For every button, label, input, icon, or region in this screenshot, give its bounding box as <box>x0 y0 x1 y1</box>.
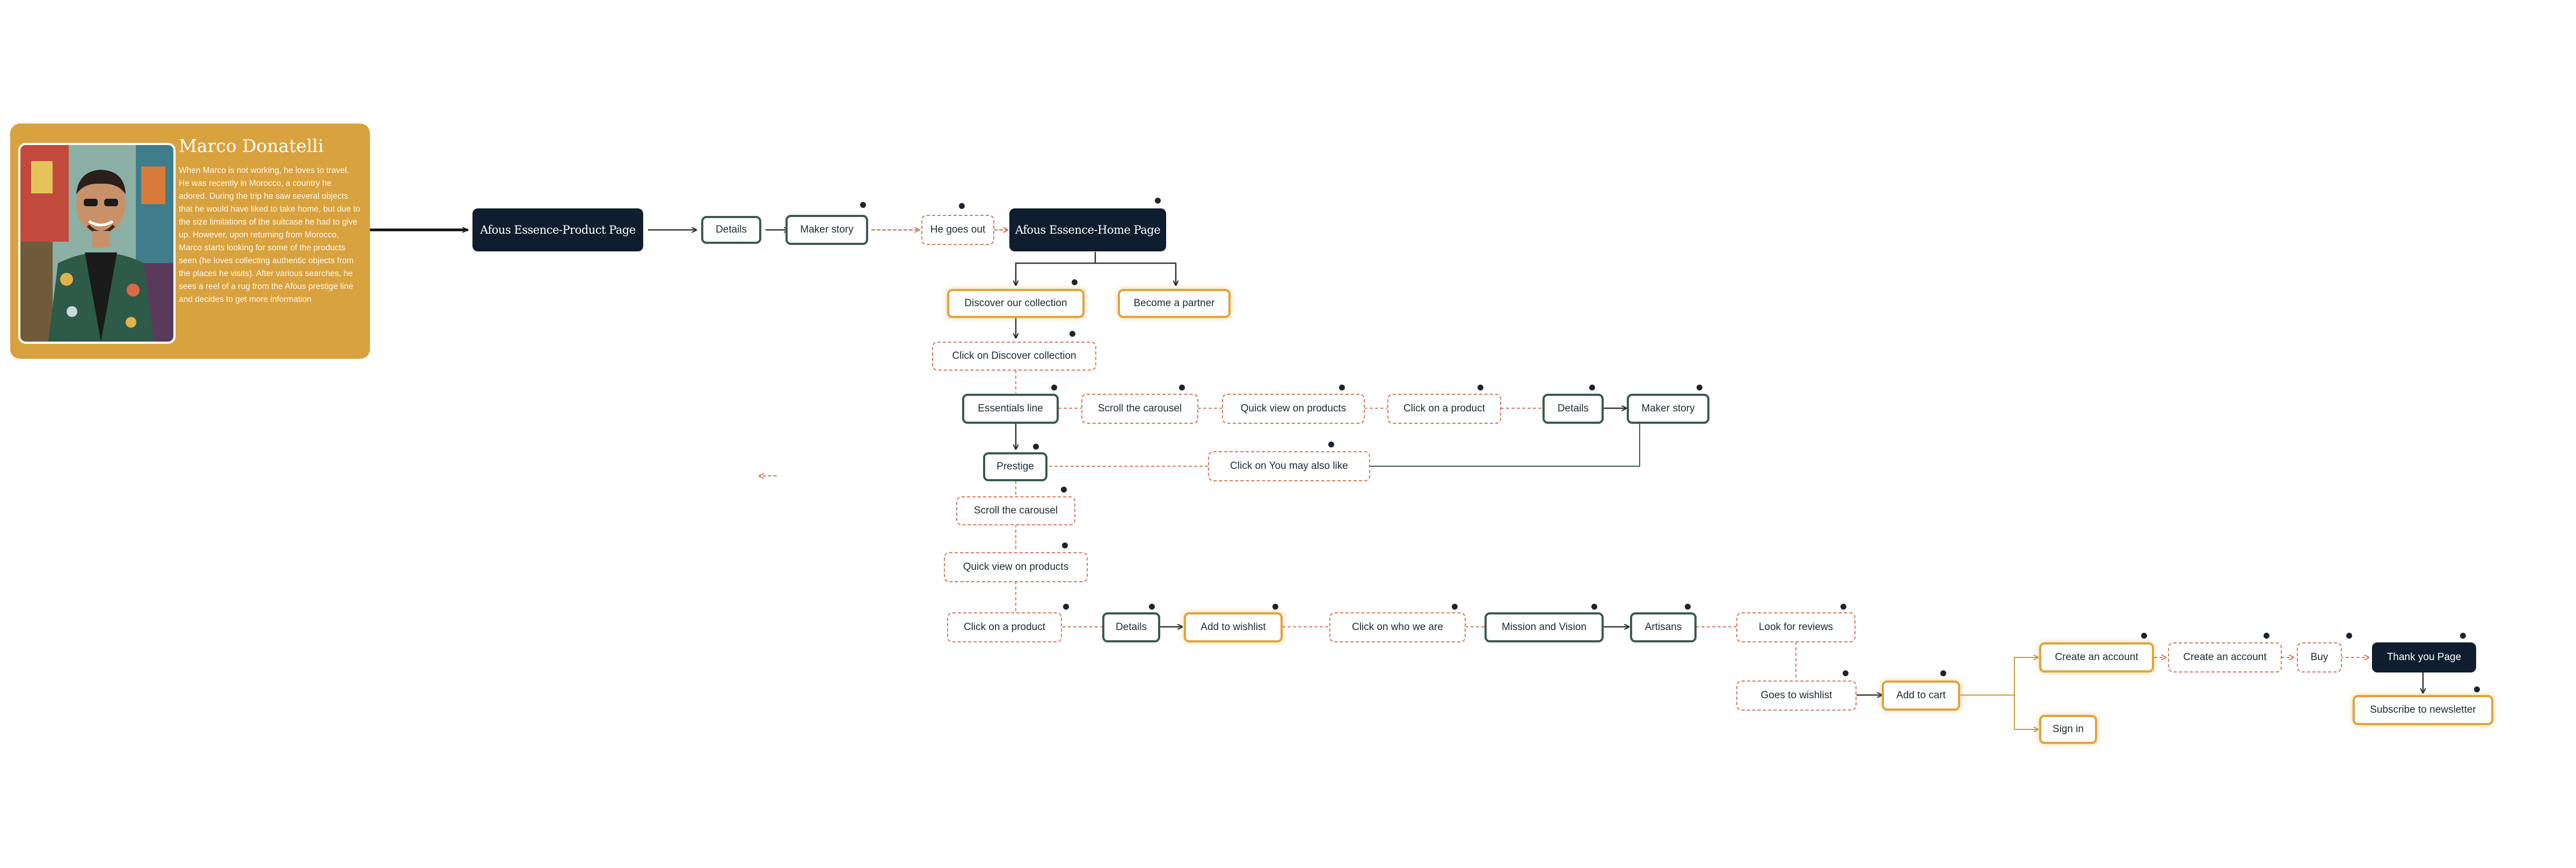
comment-badge[interactable] <box>1843 670 1849 676</box>
comment-badge[interactable] <box>2141 633 2147 639</box>
look-for-reviews-node[interactable]: Look for reviews <box>1736 612 1855 642</box>
comment-badge[interactable] <box>1840 604 1846 610</box>
comment-badge[interactable] <box>2264 633 2269 639</box>
maker-story-node[interactable]: Maker story <box>1627 394 1709 424</box>
comment-badge[interactable] <box>1033 444 1039 450</box>
goes-to-wishlist-node[interactable]: Goes to wishlist <box>1736 681 1857 711</box>
product-page-node[interactable]: Afous Essence-Product Page <box>472 208 643 251</box>
discover-collection-node[interactable]: Discover our collection <box>947 289 1085 318</box>
comment-badge[interactable] <box>1272 604 1278 610</box>
comment-badge[interactable] <box>1062 542 1068 548</box>
click-product-node[interactable]: Click on a product <box>1387 394 1501 424</box>
become-partner-node[interactable]: Become a partner <box>1118 289 1231 318</box>
persona-bio: When Marco is not working, he loves to t… <box>179 166 360 305</box>
comment-badge[interactable] <box>1339 385 1345 390</box>
details-node[interactable]: Details <box>1102 612 1160 642</box>
comment-badge[interactable] <box>1063 604 1069 610</box>
add-to-cart-node[interactable]: Add to cart <box>1882 681 1960 711</box>
comment-badge[interactable] <box>1072 279 1078 285</box>
comment-badge[interactable] <box>1179 385 1185 390</box>
create-account-node[interactable]: Create an account <box>2168 642 2282 672</box>
comment-badge[interactable] <box>1155 198 1161 204</box>
prestige-node[interactable]: Prestige <box>983 452 1047 481</box>
details-node[interactable]: Details <box>1542 394 1604 424</box>
details-node[interactable]: Details <box>701 216 761 244</box>
comment-badge[interactable] <box>1328 442 1334 447</box>
comment-badge[interactable] <box>1452 604 1458 610</box>
scroll-carousel-node[interactable]: Scroll the carousel <box>956 496 1075 525</box>
quick-view-node[interactable]: Quick view on products <box>1222 394 1365 424</box>
he-goes-out-node[interactable]: He goes out <box>921 215 994 245</box>
buy-node[interactable]: Buy <box>2297 642 2342 672</box>
comment-badge[interactable] <box>1697 385 1702 390</box>
comment-badge[interactable] <box>1589 385 1595 390</box>
artisans-node[interactable]: Artisans <box>1630 612 1697 642</box>
subscribe-newsletter-node[interactable]: Subscribe to newsletter <box>2353 695 2493 725</box>
add-to-wishlist-node[interactable]: Add to wishlist <box>1184 612 1283 642</box>
maker-story-node[interactable]: Maker story <box>785 215 868 245</box>
home-page-node[interactable]: Afous Essence-Home Page <box>1009 208 1166 251</box>
click-who-we-are-node[interactable]: Click on who we are <box>1329 612 1466 642</box>
comment-badge[interactable] <box>1069 331 1075 337</box>
click-product-node[interactable]: Click on a product <box>947 612 1062 642</box>
comment-badge[interactable] <box>1149 604 1155 610</box>
comment-badge[interactable] <box>1051 385 1057 390</box>
click-you-may-also-like-node[interactable]: Click on You may also like <box>1208 451 1370 481</box>
comment-badge[interactable] <box>959 203 965 209</box>
mission-vision-node[interactable]: Mission and Vision <box>1485 612 1604 642</box>
comment-badge[interactable] <box>860 202 866 208</box>
comment-badge[interactable] <box>1685 604 1691 610</box>
persona-photo <box>18 143 176 344</box>
sign-in-node[interactable]: Sign in <box>2039 715 2097 744</box>
persona-card: Marco Donatelli When Marco is not workin… <box>10 124 370 359</box>
persona-name: Marco Donatelli <box>179 135 324 156</box>
comment-badge[interactable] <box>2346 633 2352 639</box>
comment-badge[interactable] <box>2474 686 2480 692</box>
comment-badge[interactable] <box>1478 385 1483 390</box>
create-account-node[interactable]: Create an account <box>2039 642 2154 672</box>
click-discover-node[interactable]: Click on Discover collection <box>932 342 1096 371</box>
essentials-line-node[interactable]: Essentials line <box>962 394 1059 424</box>
persona-illustration <box>20 145 173 342</box>
scroll-carousel-node[interactable]: Scroll the carousel <box>1081 394 1198 424</box>
quick-view-node[interactable]: Quick view on products <box>944 552 1088 582</box>
thank-you-page-node[interactable]: Thank you Page <box>2372 642 2476 672</box>
comment-badge[interactable] <box>1591 604 1597 610</box>
comment-badge[interactable] <box>2460 633 2466 639</box>
comment-badge[interactable] <box>1061 487 1067 493</box>
comment-badge[interactable] <box>1940 670 1946 676</box>
